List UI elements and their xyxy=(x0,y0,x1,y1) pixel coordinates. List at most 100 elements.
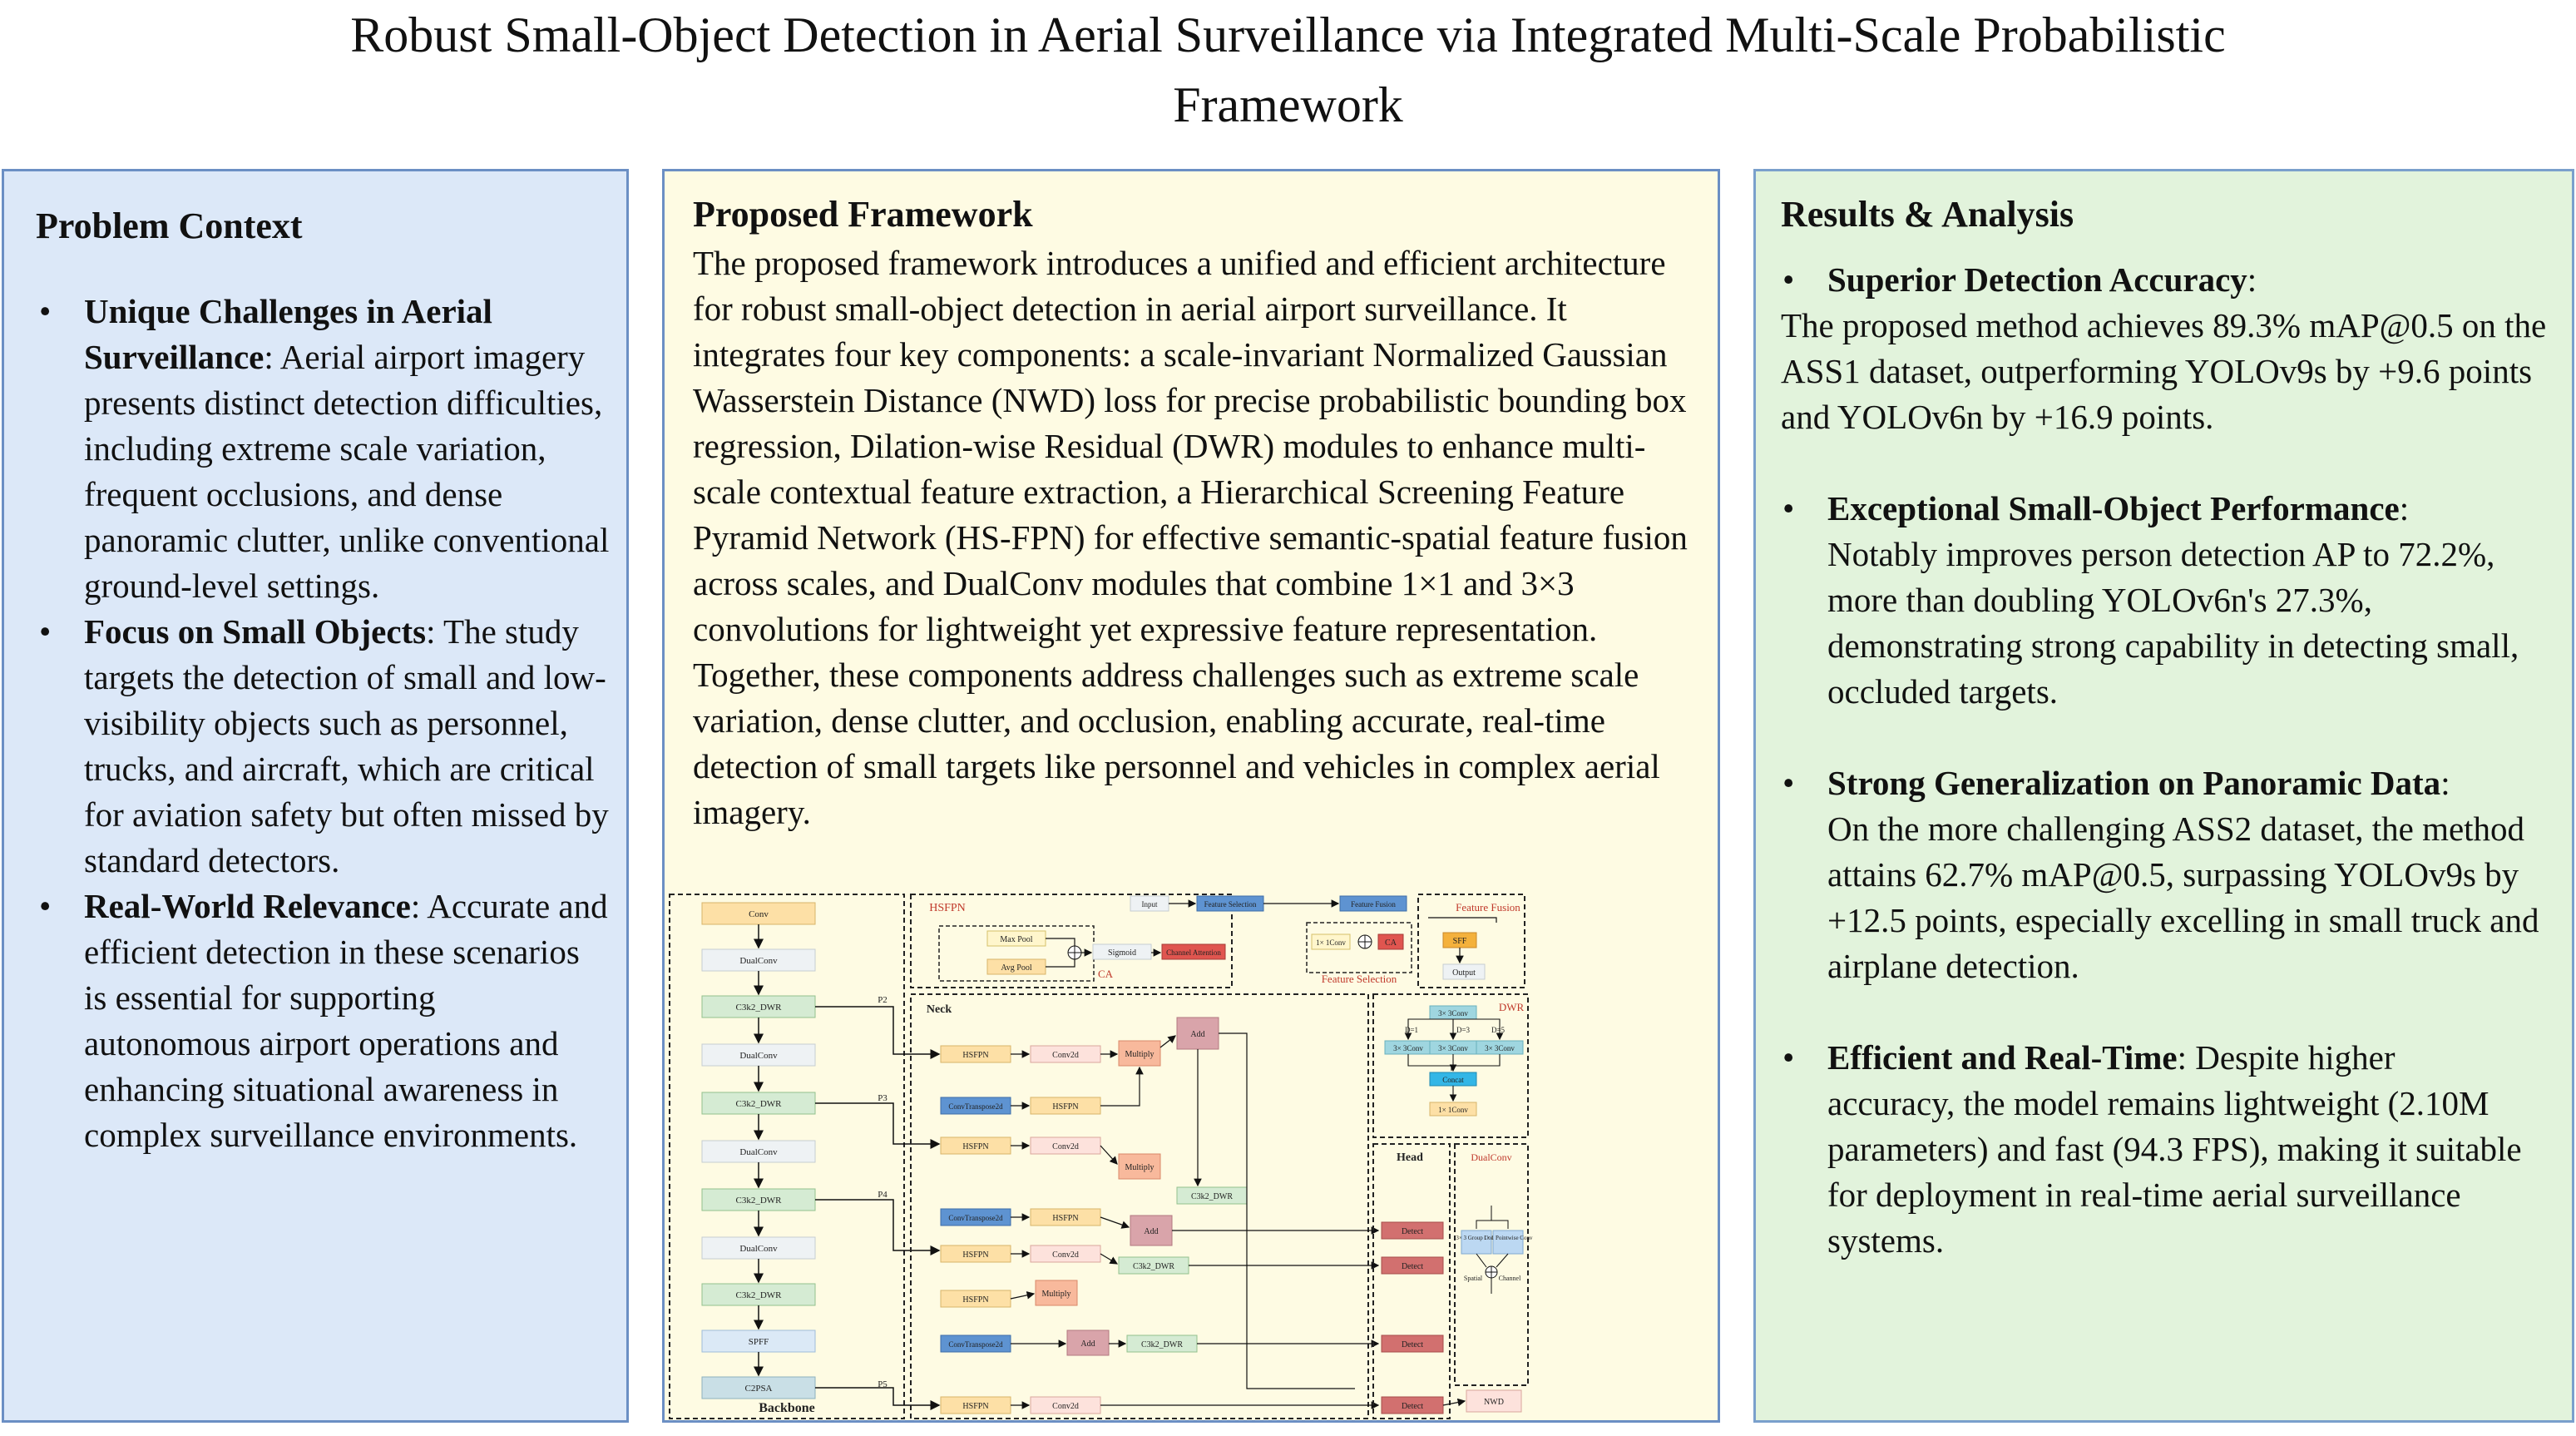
detect-block: Detect xyxy=(1402,1262,1423,1271)
head-label: Head xyxy=(1397,1151,1423,1164)
result-item-title: Exceptional Small-Object Performance xyxy=(1827,489,2400,527)
result-item: Superior Detection Accuracy: The propose… xyxy=(1781,257,2563,440)
problem-context-panel: Problem Context Unique Challenges in Aer… xyxy=(2,169,629,1423)
backbone-block: C3k2_DWR xyxy=(736,1196,783,1206)
neck-multiply: Multiply xyxy=(1125,1050,1154,1059)
problem-item-text: : Aerial airport imagery presents distin… xyxy=(84,338,610,605)
neck-c3k2-dwr: C3k2_DWR xyxy=(1133,1262,1174,1271)
backbone-block: DualConv xyxy=(739,1051,778,1061)
dwr-bottom-conv: 1× 1Conv xyxy=(1438,1106,1468,1114)
backbone-block: C3k2_DWR xyxy=(736,1099,783,1109)
ca-label: CA xyxy=(1098,968,1114,980)
neck-conv2d: Conv2d xyxy=(1052,1142,1079,1151)
feature-fusion-region xyxy=(1417,894,1525,988)
channel-attention-block: Channel Attention xyxy=(1166,948,1221,957)
problem-item-title: Real-World Relevance xyxy=(84,887,411,925)
detect-block: Detect xyxy=(1402,1402,1423,1411)
result-item-text: Notably improves person detection AP to … xyxy=(1827,535,2519,711)
group-conv-block: 3× 3 Group Conv xyxy=(1456,1235,1497,1241)
backbone-block: C3k2_DWR xyxy=(736,1290,783,1300)
architecture-svg: Backbone Conv DualConv C3k2_DWR DualConv… xyxy=(669,894,1533,1419)
neck-region xyxy=(910,993,1369,1419)
result-item-colon: : xyxy=(2399,489,2410,527)
hsfpn-label: HSFPN xyxy=(929,902,966,914)
channel-label: Channel xyxy=(1499,1275,1521,1282)
max-pool-block: Max Pool xyxy=(1000,935,1032,944)
neck-c3k2-dwr: C3k2_DWR xyxy=(1191,1192,1233,1201)
problem-item-title: Focus on Small Objects xyxy=(84,612,427,651)
backbone-block: DualConv xyxy=(739,956,778,966)
sigmoid-block: Sigmoid xyxy=(1108,948,1136,958)
neck-hsfpn: HSFPN xyxy=(1052,1102,1078,1112)
neck-conv2d: Conv2d xyxy=(1052,1051,1079,1060)
problem-context-heading: Problem Context xyxy=(36,205,303,246)
result-item-lead: Superior Detection Accuracy: xyxy=(1781,257,2563,303)
dwr-concat: Concat xyxy=(1442,1076,1464,1084)
dwr-top-conv: 3× 3Conv xyxy=(1438,1009,1468,1018)
result-item-colon: : xyxy=(2440,764,2450,802)
problem-item: Focus on Small Objects: The study target… xyxy=(36,609,610,884)
results-heading: Results & Analysis xyxy=(1781,194,2074,235)
neck-add: Add xyxy=(1144,1227,1158,1236)
neck-add: Add xyxy=(1080,1339,1095,1349)
neck-hsfpn: HSFPN xyxy=(962,1051,988,1060)
backbone-block: SPFF xyxy=(749,1337,769,1347)
result-item-lead: Efficient and Real-Time: Despite higher xyxy=(1781,1035,2563,1081)
dwr-d1: D=1 xyxy=(1405,1026,1418,1034)
neck-multiply: Multiply xyxy=(1041,1290,1070,1299)
head-region xyxy=(1372,1143,1451,1419)
dwr-conv: 3× 3Conv xyxy=(1485,1044,1515,1052)
neck-hsfpn: HSFPN xyxy=(1052,1214,1078,1223)
proposed-framework-heading: Proposed Framework xyxy=(693,194,1033,235)
result-item-lead: Exceptional Small-Object Performance: xyxy=(1781,486,2563,532)
backbone-label: Backbone xyxy=(759,1401,815,1415)
backbone-region xyxy=(669,894,905,1419)
avg-pool-block: Avg Pool xyxy=(1001,963,1032,973)
results-panel: Results & Analysis Superior Detection Ac… xyxy=(1753,169,2574,1423)
result-item-text: The proposed method achieves 89.3% mAP@0… xyxy=(1781,306,2547,436)
neck-add: Add xyxy=(1190,1030,1204,1039)
problem-item-text: : The study targets the detection of sma… xyxy=(84,612,609,879)
p5-label: P5 xyxy=(878,1379,888,1389)
result-item-text: On the more challenging ASS2 dataset, th… xyxy=(1827,810,2539,985)
result-item-text: accuracy, the model remains lightweight … xyxy=(1827,1084,2522,1260)
backbone-block: C3k2_DWR xyxy=(736,1003,783,1013)
p3-label: P3 xyxy=(878,1093,888,1103)
hsfpn-region xyxy=(910,894,1233,988)
feature-fusion-block: Feature Fusion xyxy=(1351,900,1396,909)
result-item-lead: Strong Generalization on Panoramic Data: xyxy=(1781,760,2563,806)
dwr-d3: D=3 xyxy=(1456,1026,1471,1034)
neck-conv2d: Conv2d xyxy=(1052,1250,1079,1260)
dwr-d5: D=5 xyxy=(1491,1026,1506,1034)
result-item-colon: : xyxy=(2247,260,2257,299)
spatial-label: Spatial xyxy=(1464,1275,1483,1282)
sff-block: SFF xyxy=(1453,937,1467,946)
feature-fusion-label: Feature Fusion xyxy=(1456,901,1520,914)
neck-convtranspose: ConvTranspose2d xyxy=(948,1214,1003,1222)
framework-paragraph: The proposed framework introduces a unif… xyxy=(693,244,1688,831)
result-item: Exceptional Small-Object Performance: No… xyxy=(1781,486,2563,715)
problem-item: Real-World Relevance: Accurate and effic… xyxy=(36,884,610,1158)
dwr-conv: 3× 3Conv xyxy=(1438,1044,1468,1052)
p4-label: P4 xyxy=(878,1190,888,1200)
problem-list: Unique Challenges in Aerial Surveillance… xyxy=(36,289,610,1158)
one-by-one-block: 1× 1Conv xyxy=(1316,938,1346,947)
neck-hsfpn: HSFPN xyxy=(962,1250,988,1260)
detect-block: Detect xyxy=(1402,1340,1423,1349)
feature-selection-label: Feature Selection xyxy=(1322,973,1397,985)
input-block: Input xyxy=(1142,900,1158,909)
backbone-block: C2PSA xyxy=(744,1384,772,1394)
dwr-region xyxy=(1372,993,1529,1138)
architecture-diagram: Backbone Conv DualConv C3k2_DWR DualConv… xyxy=(665,889,1721,1424)
neck-conv2d: Conv2d xyxy=(1052,1402,1079,1411)
pointwise-conv-block: 1× 1 Pointwise Conv xyxy=(1484,1235,1533,1241)
result-item-title: Strong Generalization on Panoramic Data xyxy=(1827,764,2441,802)
p2-label: P2 xyxy=(878,995,888,1005)
neck-convtranspose: ConvTranspose2d xyxy=(948,1340,1003,1349)
dwr-conv: 3× 3Conv xyxy=(1393,1044,1423,1052)
proposed-framework-panel: Proposed Framework The proposed framewor… xyxy=(662,169,1720,1423)
ca-block: CA xyxy=(1385,938,1397,948)
nwd-block: NWD xyxy=(1484,1398,1504,1407)
neck-hsfpn: HSFPN xyxy=(962,1295,988,1305)
problem-item-text: : Accurate and efficient detection in th… xyxy=(84,887,608,1154)
